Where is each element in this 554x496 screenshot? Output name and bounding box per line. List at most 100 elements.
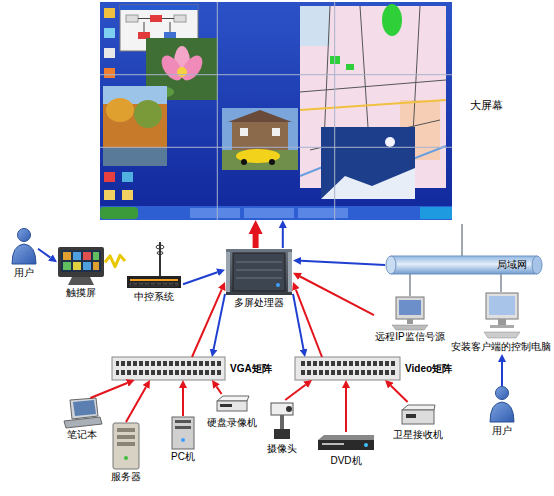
dvd-player-icon xyxy=(318,440,374,450)
icon-slot xyxy=(392,402,444,428)
signal-arrow xyxy=(345,388,347,432)
desktop-icon xyxy=(104,172,115,182)
taskbar xyxy=(100,207,138,219)
satellite-receiver-icon xyxy=(406,414,416,418)
icon-slot xyxy=(57,246,105,286)
node-label: 大屏幕 xyxy=(470,98,503,112)
connectors xyxy=(38,228,502,432)
signal-arrow xyxy=(38,249,50,258)
control-pc-icon xyxy=(486,293,518,319)
signal-arrow xyxy=(192,289,222,357)
icon-slot xyxy=(110,422,142,470)
node-label: 服务器 xyxy=(111,470,141,483)
touch-screen-icon xyxy=(73,262,81,270)
taskbar xyxy=(190,208,240,218)
desktop-icon xyxy=(104,68,115,78)
wall-bezel xyxy=(100,2,452,220)
node-label: 卫星接收机 xyxy=(393,428,443,441)
app-window xyxy=(150,15,162,22)
taskbar xyxy=(100,206,452,220)
pc-tower-icon xyxy=(175,420,191,423)
icon-slot xyxy=(169,416,197,450)
user-icon xyxy=(12,244,36,264)
node-label: 硬盘录像机 xyxy=(207,416,257,429)
video-wall: 大屏幕 xyxy=(100,2,452,220)
desktop-icon xyxy=(104,48,115,58)
desktop-icon xyxy=(122,172,133,182)
user-icon xyxy=(18,229,31,242)
server-icon xyxy=(117,428,135,432)
central-control-icon xyxy=(156,245,164,249)
laptop-icon xyxy=(73,400,96,416)
app-window xyxy=(138,19,174,33)
dvd-player-icon xyxy=(318,435,374,440)
icon-slot xyxy=(488,386,516,424)
icon-slot xyxy=(317,432,375,454)
signal-arrow xyxy=(214,294,225,349)
node-label: DVD机 xyxy=(330,454,361,467)
satellite-receiver-icon xyxy=(402,405,435,424)
app-window xyxy=(120,5,198,10)
lotus-photo xyxy=(177,52,206,84)
app-window xyxy=(174,15,186,22)
node-label: 笔记本 xyxy=(67,428,97,441)
touch-screen-icon xyxy=(63,252,71,260)
video-wall-picture xyxy=(100,2,452,220)
icon-slot xyxy=(206,394,258,416)
signal-arrow xyxy=(293,294,303,349)
satellite-receiver-icon xyxy=(402,405,435,410)
desktop-icon xyxy=(104,8,115,18)
signal-arrow xyxy=(296,290,322,357)
multi-screen-processor-icon xyxy=(276,283,280,287)
dvr: 硬盘录像机 xyxy=(206,394,258,430)
desktop-icon xyxy=(104,190,115,200)
dvd-player: DVD机 xyxy=(317,432,375,468)
icon-slot xyxy=(61,398,103,428)
multi-screen-processor-icon xyxy=(236,262,282,278)
control-pc-icon xyxy=(484,293,520,338)
touch-screen-icon xyxy=(63,262,71,270)
car-photo xyxy=(269,159,275,165)
video-matrix-icon xyxy=(299,360,396,378)
city-map xyxy=(346,64,354,70)
server-icon xyxy=(117,442,135,446)
touch-screen-icon xyxy=(93,252,99,260)
desktop-icon xyxy=(104,28,115,38)
touch-screen-icon xyxy=(83,262,91,270)
signal-arrow xyxy=(183,272,217,284)
video-matrix-icon xyxy=(295,357,400,380)
lan-pipe xyxy=(386,256,396,274)
node-label: 用户 xyxy=(492,424,512,437)
user: 用户 xyxy=(488,386,516,438)
network-line xyxy=(409,274,411,296)
car-photo xyxy=(222,108,298,170)
satellite-receiver-icon xyxy=(402,410,434,424)
user-icon xyxy=(12,229,36,265)
video-matrix-icon xyxy=(295,357,400,380)
camera-icon xyxy=(271,403,293,415)
car-photo xyxy=(241,159,247,165)
server-icon xyxy=(113,423,139,469)
control-pc-icon xyxy=(489,296,515,315)
wireless-link xyxy=(105,255,125,266)
autumn-photo xyxy=(134,100,162,128)
car-photo xyxy=(240,128,248,136)
touch-screen-icon xyxy=(58,247,104,277)
remote-pc-icon xyxy=(396,297,424,319)
icon-slot xyxy=(225,248,293,296)
lotus-photo xyxy=(157,52,186,84)
node-label: 摄像头 xyxy=(267,442,297,455)
pc-tower-icon xyxy=(175,426,191,429)
multi-screen-processor: 多屏处理器 xyxy=(225,248,293,310)
taskbar xyxy=(420,207,452,219)
remote-pc-icon xyxy=(392,325,428,330)
signal-arrow xyxy=(90,383,127,398)
dvd-player-icon xyxy=(364,443,368,447)
control-pc-icon xyxy=(498,319,506,325)
multi-screen-processor-icon xyxy=(226,249,292,295)
dvd-player-icon xyxy=(322,443,344,445)
icon-slot xyxy=(374,296,446,330)
server-icon xyxy=(124,456,128,460)
control-pc-icon xyxy=(484,332,520,338)
